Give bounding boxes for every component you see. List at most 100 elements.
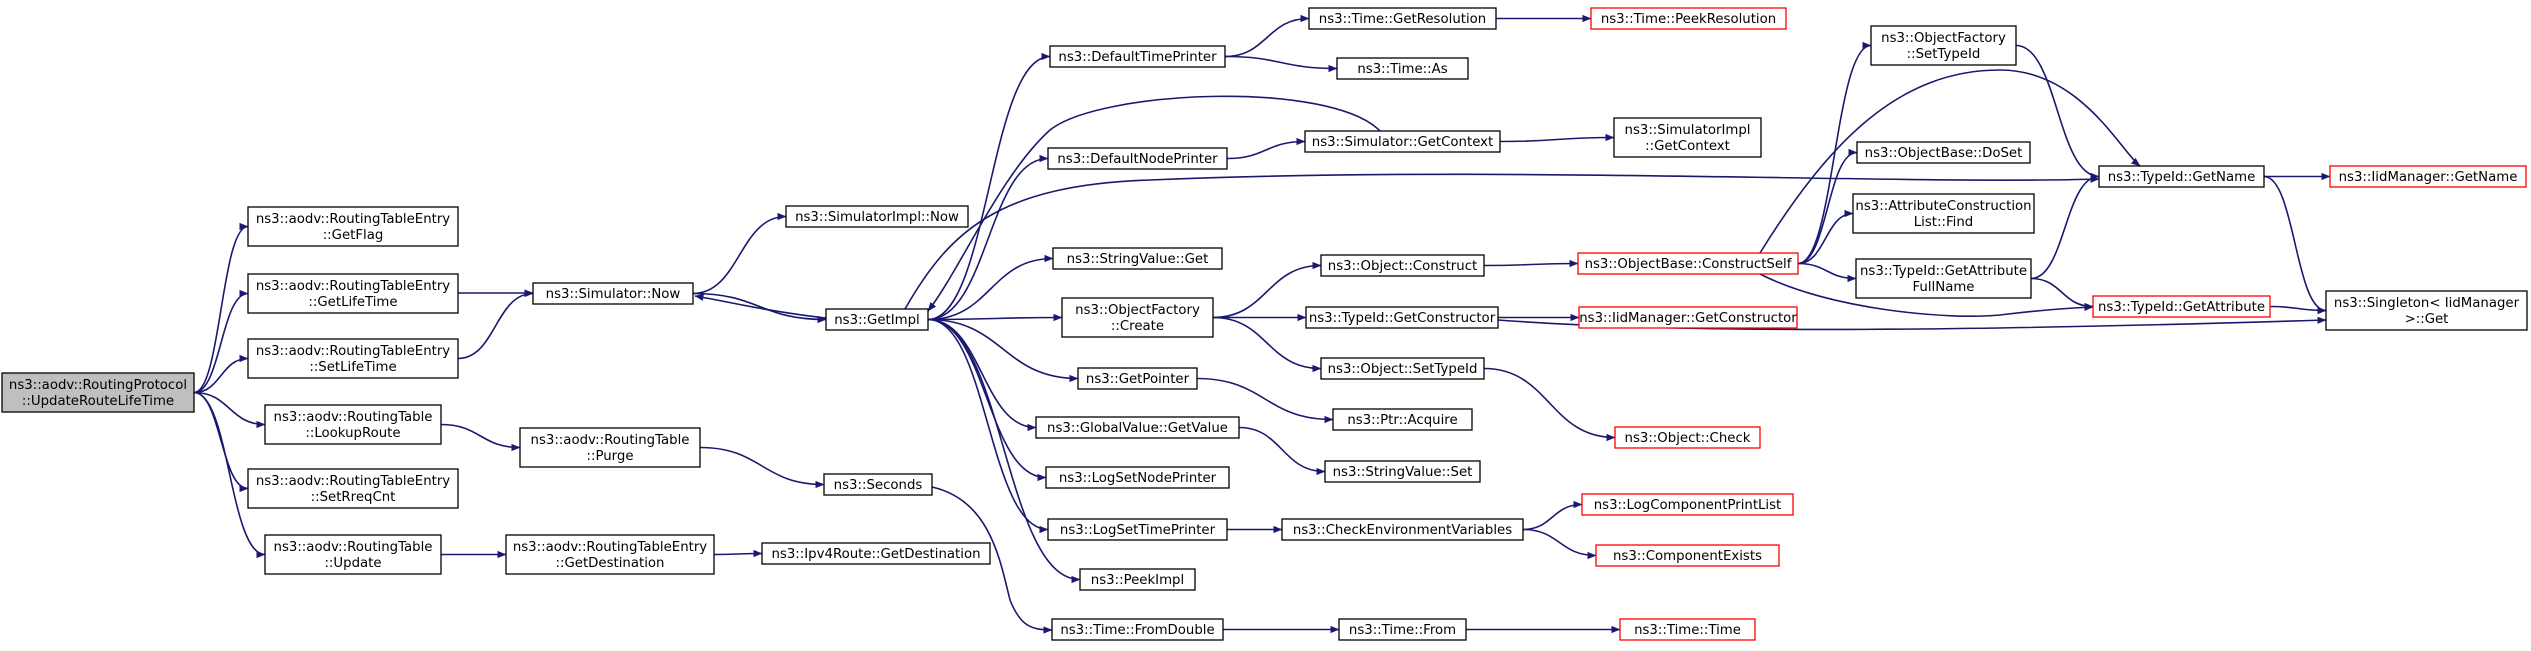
call-edge-objfactory_create-to-object_construct: [1212, 261, 1322, 319]
call-edge-line: [1499, 133, 1615, 143]
node-box: [2098, 165, 2265, 188]
call-edge-line: [1224, 55, 1338, 73]
node-rte-getlifetime[interactable]: ns3::aodv::RoutingTableEntry::GetLifeTim…: [247, 273, 459, 314]
call-edge-line: [927, 318, 1047, 482]
node-objfactory-create[interactable]: ns3::ObjectFactory::Create: [1061, 297, 1214, 338]
node-box: [1045, 466, 1230, 489]
node-simimpl-getcontext[interactable]: ns3::SimulatorImpl::GetContext: [1613, 117, 1762, 158]
node-label: ns3::Seconds: [834, 478, 923, 493]
node-typeid-getattribute[interactable]: ns3::TypeId::GetAttribute: [2092, 295, 2271, 318]
call-edge-getimpl-to-getpointer: [927, 318, 1079, 383]
node-box: [1320, 357, 1485, 380]
call-edge-default_node_printer-to-sim_getcontext: [1226, 137, 1306, 160]
node-box: [1324, 460, 1481, 483]
node-rte-getdest[interactable]: ns3::aodv::RoutingTableEntry::GetDestina…: [505, 534, 715, 575]
call-edge-line: [1522, 528, 1597, 560]
node-logsettimeprinter[interactable]: ns3::LogSetTimePrinter: [1047, 518, 1228, 541]
node-checkenvvars[interactable]: ns3::CheckEnvironmentVariables: [1281, 518, 1524, 541]
call-edge-line: [2269, 305, 2327, 315]
node-simimpl-now[interactable]: ns3::SimulatorImpl::Now: [785, 205, 969, 228]
call-edge-line: [2030, 172, 2100, 280]
node-box: [1049, 45, 1226, 68]
node-componentexists[interactable]: ns3::ComponentExists: [1595, 544, 1780, 567]
call-edge-line: [927, 313, 1063, 322]
call-edge-rt_lookuproute-to-rt_purge: [440, 423, 521, 452]
node-time-getresolution[interactable]: ns3::Time::GetResolution: [1308, 7, 1497, 30]
node-label: ns3::Time::From: [1349, 623, 1456, 638]
node-object-construct[interactable]: ns3::Object::Construct: [1320, 254, 1485, 277]
node-logcomponentprintlist[interactable]: ns3::LogComponentPrintList: [1581, 493, 1794, 516]
node-typeid-getconstructor[interactable]: ns3::TypeId::GetConstructor: [1305, 306, 1499, 329]
node-typeid-getname[interactable]: ns3::TypeId::GetName: [2098, 165, 2265, 188]
node-label: ::UpdateRouteLifeTime: [22, 394, 174, 409]
node-label: ::LookupRoute: [305, 426, 400, 441]
node-getimpl[interactable]: ns3::GetImpl: [825, 308, 929, 331]
node-iidmgr-getconstructor[interactable]: ns3::IidManager::GetConstructor: [1578, 306, 1798, 329]
call-edge-line: [193, 222, 249, 394]
node-default-node-printer[interactable]: ns3::DefaultNodePrinter: [1047, 147, 1228, 170]
node-sim-now[interactable]: ns3::Simulator::Now: [532, 282, 694, 305]
node-objfactory-settypeid[interactable]: ns3::ObjectFactory::SetTypeId: [1870, 25, 2017, 66]
node-rt-lookuproute[interactable]: ns3::aodv::RoutingTable::LookupRoute: [264, 404, 442, 445]
node-label: ns3::LogComponentPrintList: [1594, 498, 1782, 513]
node-globalvalue-getvalue[interactable]: ns3::GlobalValue::GetValue: [1035, 416, 1240, 439]
node-objbase-constructself[interactable]: ns3::ObjectBase::ConstructSelf: [1577, 252, 1799, 275]
call-edge-typeid_getattribute-to-singleton_get: [2269, 305, 2327, 315]
node-time-fromdouble[interactable]: ns3::Time::FromDouble: [1051, 618, 1224, 641]
node-getpointer[interactable]: ns3::GetPointer: [1077, 367, 1198, 390]
call-edge-objbase_constructself-to-objfactory_settypeid: [1797, 41, 1872, 265]
node-object-check[interactable]: ns3::Object::Check: [1614, 426, 1761, 449]
node-sim-getcontext[interactable]: ns3::Simulator::GetContext: [1304, 130, 1501, 153]
node-label: ns3::aodv::RoutingTable: [274, 410, 433, 425]
node-box: [2325, 290, 2528, 331]
call-edge-getimpl-to-sim_now: [694, 293, 827, 319]
node-box: [1338, 618, 1467, 641]
node-box: [2329, 165, 2527, 188]
node-label: ns3::ComponentExists: [1613, 549, 1762, 564]
node-stringvalue-set[interactable]: ns3::StringValue::Set: [1324, 460, 1481, 483]
node-objbase-doset[interactable]: ns3::ObjectBase::DoSet: [1856, 141, 2031, 164]
call-edge-line: [193, 391, 266, 429]
node-time-as[interactable]: ns3::Time::As: [1336, 57, 1469, 80]
node-label: ns3::GlobalValue::GetValue: [1047, 421, 1228, 436]
node-time-time[interactable]: ns3::Time::Time: [1619, 618, 1756, 641]
call-edge-line: [1759, 273, 2094, 317]
node-ptr-acquire[interactable]: ns3::Ptr::Acquire: [1332, 408, 1473, 431]
node-box: [247, 273, 459, 314]
node-rt-purge[interactable]: ns3::aodv::RoutingTable::Purge: [519, 427, 701, 468]
node-rte-getflag[interactable]: ns3::aodv::RoutingTableEntry::GetFlag: [247, 206, 459, 247]
call-edge-root-to-rte_getflag: [193, 222, 249, 394]
node-default-time-printer[interactable]: ns3::DefaultTimePrinter: [1049, 45, 1226, 68]
node-label: ns3::ObjectBase::DoSet: [1865, 146, 2023, 161]
node-label: ns3::ObjectFactory: [1881, 31, 2006, 46]
node-rte-setlifetime[interactable]: ns3::aodv::RoutingTableEntry::SetLifeTim…: [247, 338, 459, 379]
node-label: ns3::LogSetNodePrinter: [1059, 471, 1217, 486]
node-time-from[interactable]: ns3::Time::From: [1338, 618, 1467, 641]
node-time-peekresolution[interactable]: ns3::Time::PeekResolution: [1590, 7, 1787, 30]
node-object-settypeid[interactable]: ns3::Object::SetTypeId: [1320, 357, 1485, 380]
node-stringvalue-get[interactable]: ns3::StringValue::Get: [1052, 247, 1223, 270]
node-seconds[interactable]: ns3::Seconds: [823, 473, 933, 496]
call-edge-getimpl-to-stringvalue_get: [927, 254, 1054, 321]
node-iidmgr-getname[interactable]: ns3::IidManager::GetName: [2329, 165, 2527, 188]
call-edge-line: [2015, 44, 2100, 181]
call-edge-globalvalue_getvalue-to-stringvalue_set: [1238, 426, 1326, 476]
call-edge-object_settypeid-to-object_check: [1483, 367, 1616, 442]
node-rt-update[interactable]: ns3::aodv::RoutingTable::Update: [264, 534, 442, 575]
call-edge-line: [1797, 148, 1858, 265]
call-edge-line: [904, 173, 2100, 310]
node-label: >::Get: [2405, 312, 2449, 327]
node-logsetnodeprinter[interactable]: ns3::LogSetNodePrinter: [1045, 466, 1230, 489]
node-singleton-get[interactable]: ns3::Singleton< IidManager>::Get: [2325, 290, 2528, 331]
node-label: ns3::ObjectFactory: [1075, 303, 1200, 318]
call-edge-sim_now-to-getimpl: [692, 292, 827, 324]
node-box: [1614, 426, 1761, 449]
node-peekimpl[interactable]: ns3::PeekImpl: [1079, 568, 1196, 591]
call-edge-line: [2263, 175, 2327, 315]
call-edge-line: [927, 318, 1037, 432]
node-ipv4-getdest[interactable]: ns3::Ipv4Route::GetDestination: [761, 542, 991, 565]
node-rte-setreqcnt[interactable]: ns3::aodv::RoutingTableEntry::SetRreqCnt: [247, 468, 459, 509]
node-box: [1061, 297, 1214, 338]
